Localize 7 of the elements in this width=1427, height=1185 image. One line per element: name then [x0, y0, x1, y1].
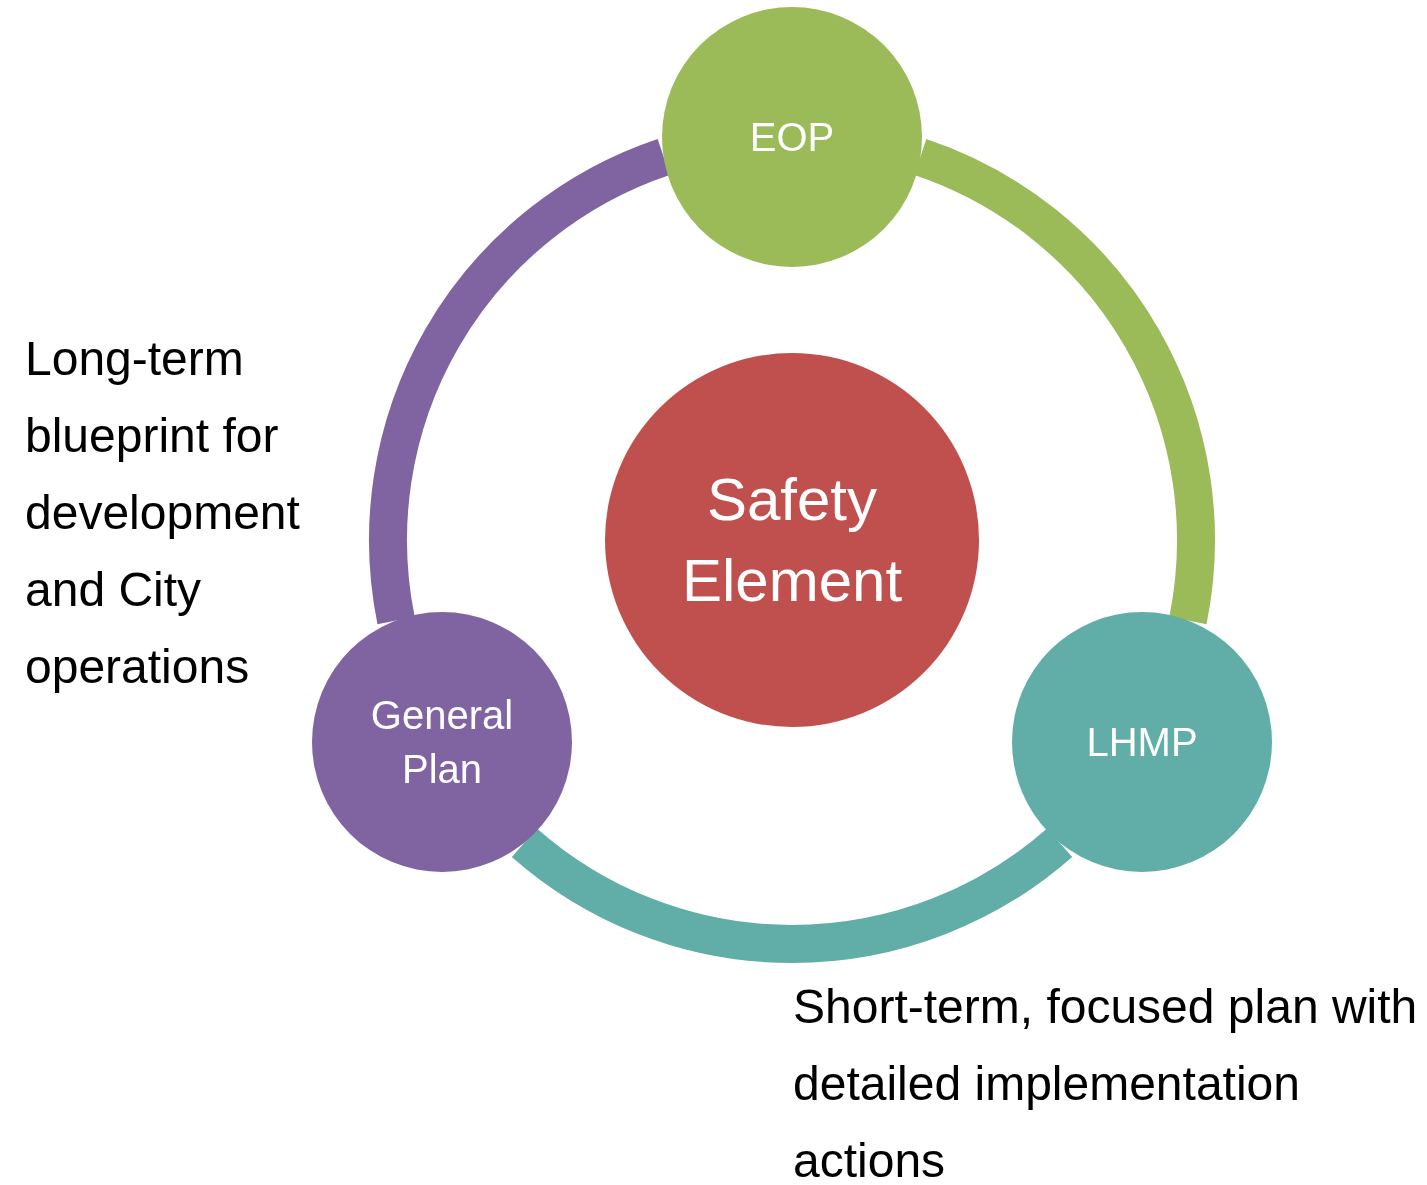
- node-label: LHMP: [1086, 719, 1198, 766]
- description-text: Short-term, focused plan with detailed implementation actions: [793, 979, 1419, 1185]
- node-label: General Plan: [369, 692, 515, 793]
- node-label: Safety Element: [680, 465, 904, 616]
- node-label: EOP: [749, 114, 835, 161]
- ring-arc: [512, 827, 1072, 963]
- description-text: Long-term blueprint for development and City operations: [25, 331, 301, 695]
